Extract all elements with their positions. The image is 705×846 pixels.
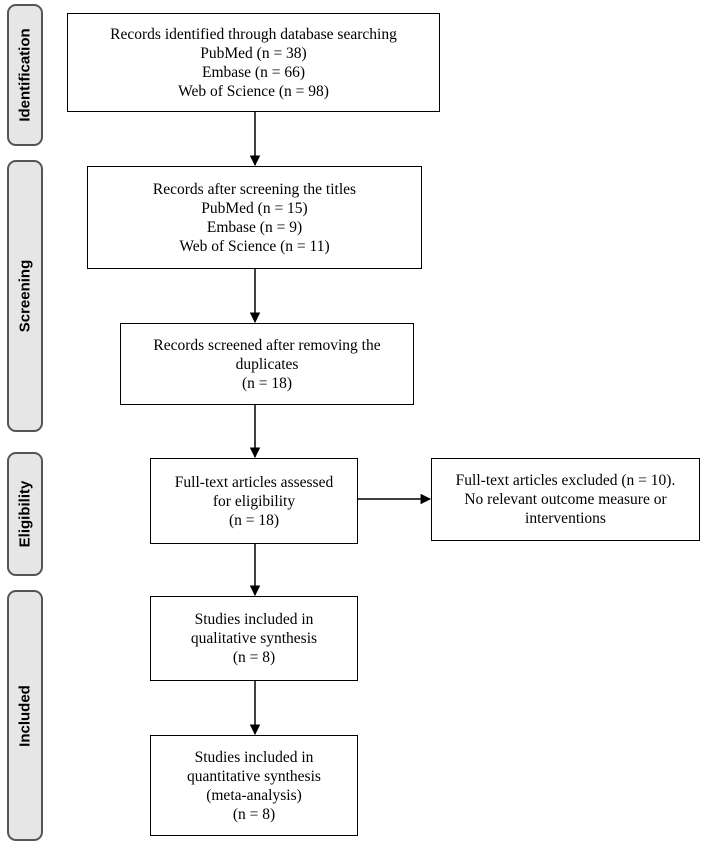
box-quantitative-synthesis-line-4: (n = 8)	[232, 805, 276, 823]
box-fulltext-assessed-line-2: for eligibility	[212, 492, 296, 510]
box-quantitative-synthesis-line-3: (meta-analysis)	[206, 786, 302, 804]
box-records-after-titles-line-1: Records after screening the titles	[152, 180, 357, 198]
box-records-after-duplicates-line-2: duplicates	[235, 355, 299, 373]
box-fulltext-excluded-line-2: No relevant outcome measure or	[464, 491, 667, 508]
box-fulltext-excluded-line-3: interventions	[525, 510, 606, 527]
box-records-identified-line-4: Web of Science (n = 98)	[178, 82, 329, 100]
box-quantitative-synthesis: Studies included in quantitative synthes…	[150, 735, 358, 836]
box-quantitative-synthesis-line-1: Studies included in	[194, 748, 314, 766]
box-qualitative-synthesis-line-3: (n = 8)	[232, 649, 276, 666]
phase-identification: Identification	[7, 4, 43, 146]
box-records-after-titles-line-2: PubMed (n = 15)	[201, 199, 308, 217]
box-records-after-titles-line-3: Embase (n = 9)	[206, 218, 303, 236]
box-qualitative-synthesis-line-1: Studies included in	[194, 611, 314, 628]
box-records-identified-line-1: Records identified through database sear…	[110, 25, 397, 43]
phase-eligibility: Eligibility	[7, 452, 43, 576]
box-records-identified: Records identified through database sear…	[67, 13, 440, 112]
box-qualitative-synthesis: Studies included in qualitative synthesi…	[150, 596, 358, 681]
box-records-after-titles: Records after screening the titles PubMe…	[87, 166, 422, 269]
box-records-after-duplicates-line-1: Records screened after removing the	[153, 336, 381, 354]
box-records-after-titles-line-4: Web of Science (n = 11)	[179, 237, 330, 255]
phase-included: Included	[7, 590, 43, 841]
box-fulltext-assessed-line-3: (n = 18)	[228, 511, 280, 529]
box-fulltext-excluded-line-1: Full-text articles excluded (n = 10).	[455, 472, 676, 489]
box-fulltext-assessed: Full-text articles assessed for eligibil…	[150, 458, 358, 544]
box-records-identified-line-2: PubMed (n = 38)	[200, 44, 307, 62]
box-records-after-duplicates-line-3: (n = 18)	[241, 374, 293, 392]
phase-screening: Screening	[7, 160, 43, 432]
box-qualitative-synthesis-line-2: qualitative synthesis	[190, 630, 318, 647]
box-fulltext-excluded: Full-text articles excluded (n = 10). No…	[431, 458, 700, 541]
box-fulltext-assessed-line-1: Full-text articles assessed	[174, 473, 334, 491]
box-records-identified-line-3: Embase (n = 66)	[201, 63, 305, 81]
box-quantitative-synthesis-line-2: quantitative synthesis	[187, 767, 321, 785]
box-records-after-duplicates: Records screened after removing the dupl…	[120, 323, 414, 405]
